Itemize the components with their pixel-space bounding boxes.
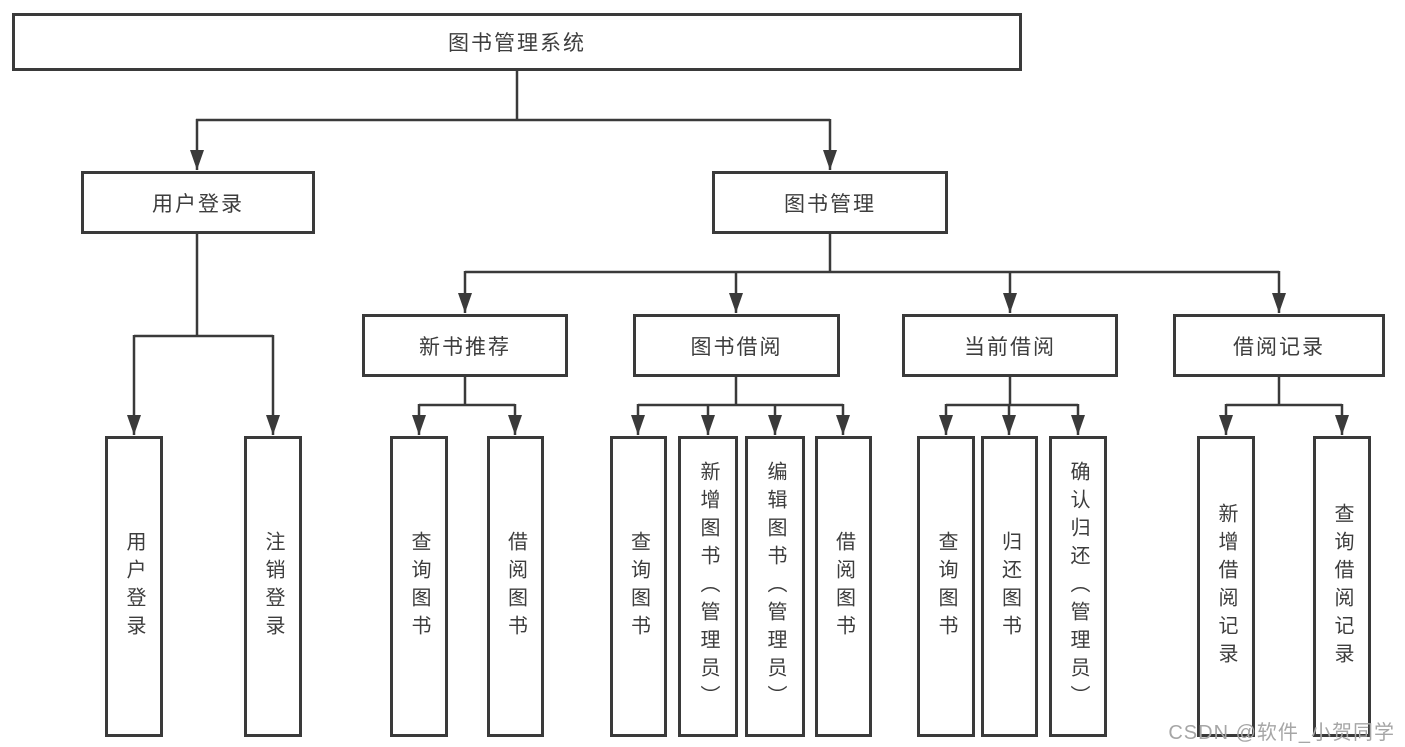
node-label: 用户登录 [152,192,244,216]
leaf-label: 确认归还（管理员） [1067,460,1089,713]
node-label: 当前借阅 [964,335,1056,359]
leaf-br-query-record: 查询借阅记录 [1313,436,1371,737]
leaf-br-add-record: 新增借阅记录 [1197,436,1255,737]
connector-book-management-to-level3 [458,233,1286,313]
node-current-borrow: 当前借阅 [902,314,1118,377]
leaf-label: 查询图书 [935,530,957,643]
leaf-label: 新增借阅记录 [1215,502,1237,671]
connector-borrow-records-to-leaves [1219,376,1349,435]
node-book-management: 图书管理 [712,171,948,234]
node-user-login: 用户登录 [81,171,315,234]
leaf-cb-confirm-return-admin: 确认归还（管理员） [1049,436,1107,737]
connector-new-book-recommend-to-leaves [412,376,522,435]
connector-root-to-level2 [190,71,837,170]
node-label: 借阅记录 [1233,335,1325,359]
connector-user-login-to-leaves [127,233,280,435]
leaf-nbr-query-books: 查询图书 [390,436,448,737]
csdn-watermark: CSDN @软件_小贺同学 [1168,722,1395,744]
leaf-nbr-borrow-books: 借阅图书 [487,436,544,737]
leaf-label: 查询借阅记录 [1331,502,1353,671]
leaf-bb-add-books-admin: 新增图书（管理员） [678,436,738,737]
node-new-book-recommend: 新书推荐 [362,314,568,377]
leaf-bb-borrow-books: 借阅图书 [815,436,872,737]
node-borrow-records: 借阅记录 [1173,314,1385,377]
node-label: 图书管理 [784,192,876,216]
connector-book-borrow-to-leaves [631,376,850,435]
leaf-bb-query-books: 查询图书 [610,436,667,737]
leaf-label: 编辑图书（管理员） [764,460,786,713]
leaf-label: 注销登录 [262,530,284,643]
node-label: 新书推荐 [419,335,511,359]
node-book-borrow: 图书借阅 [633,314,840,377]
node-library-management-system: 图书管理系统 [12,13,1022,71]
leaf-logout: 注销登录 [244,436,302,737]
node-label: 图书借阅 [690,335,783,359]
leaf-label: 借阅图书 [832,530,855,643]
leaf-bb-edit-books-admin: 编辑图书（管理员） [745,436,805,737]
leaf-label: 新增图书（管理员） [697,460,719,713]
leaf-label: 查询图书 [627,530,650,643]
leaf-user-login: 用户登录 [105,436,163,737]
node-label: 图书管理系统 [448,32,586,55]
connector-current-borrow-to-leaves [939,376,1085,435]
leaf-label: 用户登录 [123,530,145,643]
leaf-cb-query-books: 查询图书 [917,436,975,737]
leaf-label: 归还图书 [998,530,1021,643]
leaf-cb-return-books: 归还图书 [981,436,1038,737]
leaf-label: 查询图书 [408,530,430,643]
leaf-label: 借阅图书 [504,530,527,643]
